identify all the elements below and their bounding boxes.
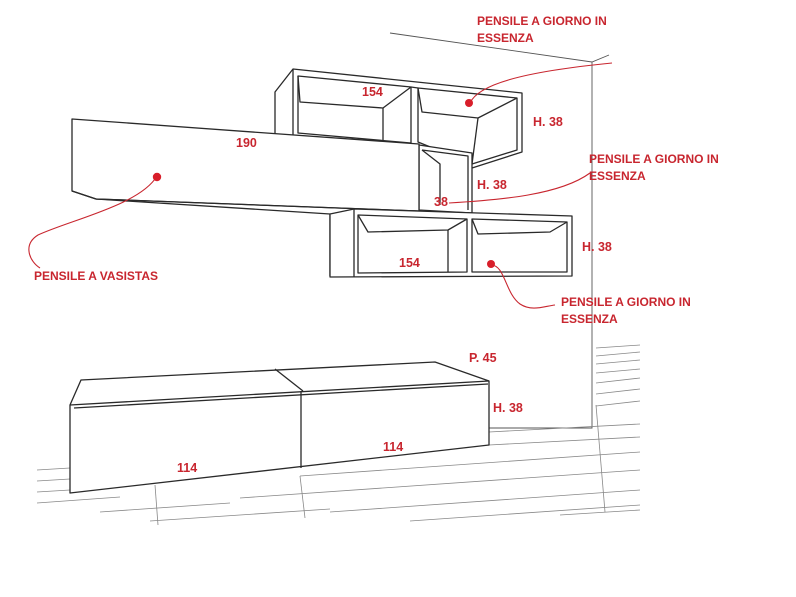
dim-middle-open-height: H. 38 [477,178,507,192]
callout-dot-top [465,99,473,107]
dim-top-open-height: H. 38 [533,115,563,129]
dim-middle-open-depth: 38 [434,195,448,209]
dim-bottom-open-height: H. 38 [582,240,612,254]
callout-bottom-line1: PENSILE A GIORNO IN [561,295,691,309]
callout-middle-line2: ESSENZA [589,169,646,183]
callout-dot-bottom [487,260,495,268]
dim-top-open-width: 154 [362,85,383,99]
callout-middle-line1: PENSILE A GIORNO IN [589,152,719,166]
dim-base-height: H. 38 [493,401,523,415]
dim-bottom-open-width: 154 [399,256,420,270]
callout-leaders [28,62,613,309]
bottom-open-unit [329,208,573,278]
floor-lines [36,344,641,526]
dim-base-depth: P. 45 [469,351,497,365]
dim-base-right-width: 114 [383,440,403,454]
wall-outline [389,32,610,429]
dim-flap-width: 190 [236,136,257,150]
base-cabinet [69,361,490,494]
callout-bottom-line2: ESSENZA [561,312,618,326]
callout-top-line2: ESSENZA [477,31,534,45]
callout-top-line1: PENSILE A GIORNO IN [477,14,607,28]
dim-base-left-width: 114 [177,461,197,475]
callout-dot-flap [152,172,162,182]
callout-flap: PENSILE A VASISTAS [34,269,158,283]
